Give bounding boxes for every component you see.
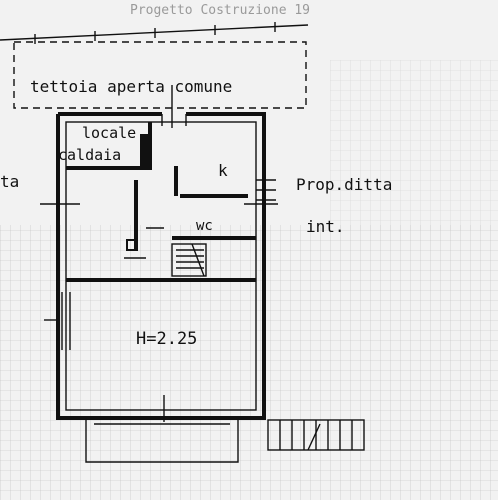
neighbor-label-line2: int. <box>306 217 345 236</box>
grid-paper-lower <box>0 225 498 500</box>
kitchen-label: k <box>218 161 228 180</box>
boiler-room-label-line2: caldaia <box>58 146 121 164</box>
header-fragment: Progetto Costruzione 19 <box>130 3 310 18</box>
exterior-walls <box>56 112 266 420</box>
ceiling-height-label: H=2.25 <box>136 329 197 349</box>
main-room-left-window <box>44 292 71 350</box>
front-porch <box>85 418 239 463</box>
staircase <box>171 243 207 277</box>
boiler-room-walls <box>66 122 152 170</box>
interior-wall-lining <box>65 121 257 411</box>
bathroom-label: wc <box>196 218 213 234</box>
external-staircase <box>267 419 365 451</box>
grid-paper-upper-right <box>330 60 498 230</box>
canopy-outline <box>13 41 307 109</box>
canopy-label: tettoia aperta comune <box>30 77 232 96</box>
left-cut-label: ta <box>0 172 19 191</box>
interior-partitions <box>66 166 256 282</box>
right-window-marks <box>244 179 278 205</box>
top-boundary-line <box>0 22 309 44</box>
boiler-room-label-line1: locale <box>82 124 136 142</box>
neighbor-label-line1: Prop.ditta <box>296 175 392 194</box>
